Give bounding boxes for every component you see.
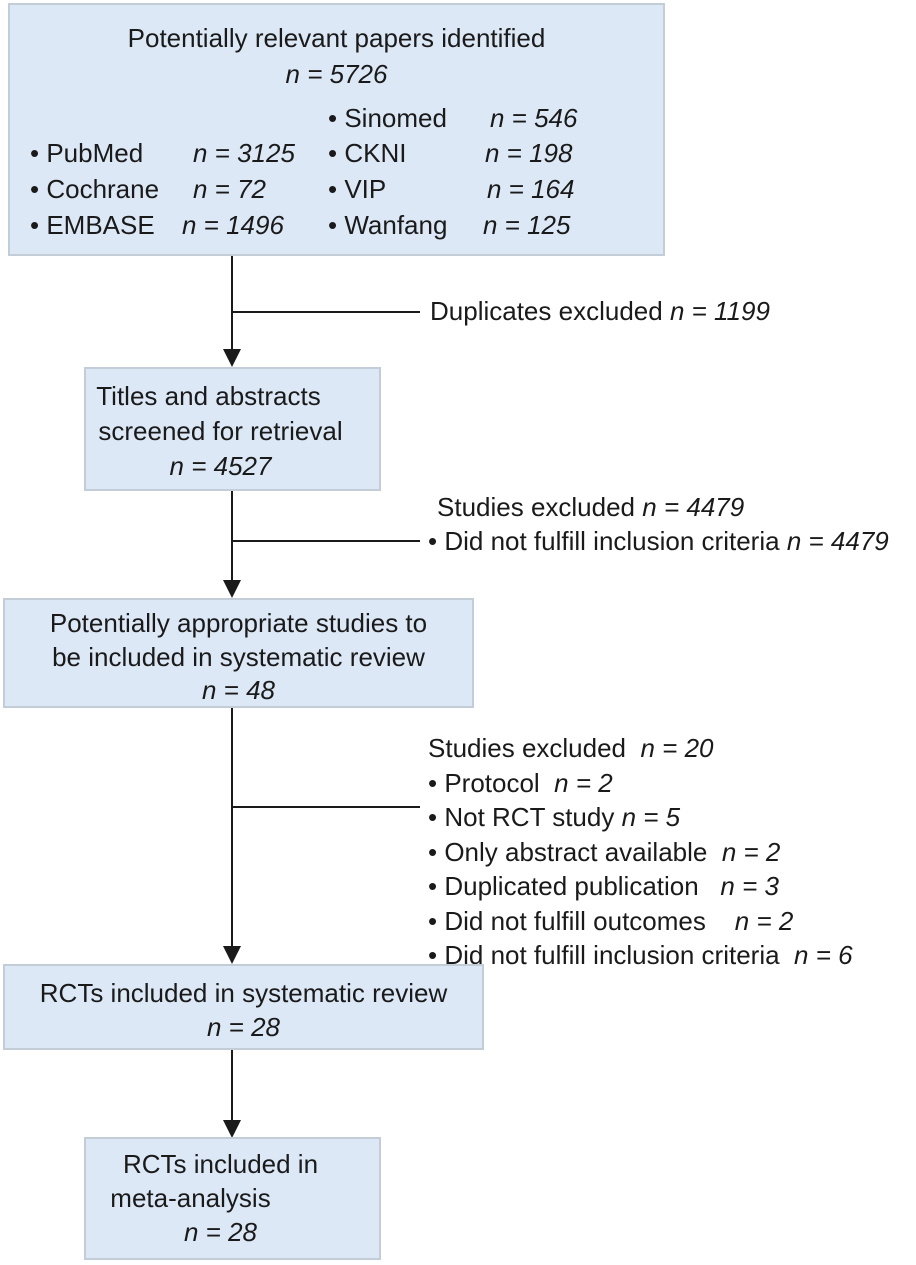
source-vip-n: n = 164 [487, 174, 575, 204]
meta-analysis-box: RCTs included in meta-analysis n = 28 [84, 1137, 381, 1260]
exclusion-reason-n: n = 5 [621, 802, 681, 832]
systematic-review-box: RCTs included in systematic review n = 2… [3, 964, 484, 1050]
exclusion-reason-n: n = 2 [554, 767, 613, 798]
meta-analysis-n: n = 28 [183, 1217, 257, 1247]
screening-line1: Titles and abstracts [96, 381, 321, 411]
connector-1-branch [232, 311, 420, 313]
source-sinomed-n: n = 546 [490, 103, 578, 133]
identification-box: Potentially relevant papers identified n… [8, 3, 665, 256]
connector-4-vertical [231, 1050, 233, 1121]
exclusion-reason-label: • Did not fulfill outcomes [428, 905, 706, 936]
exclusion-reason-not-rct: • Not RCT study n = 5 [428, 800, 853, 835]
connector-2-vertical [231, 491, 233, 581]
source-cochrane-label: • Cochrane [30, 174, 160, 204]
screening-line2: screened for retrieval [98, 416, 343, 446]
studies-excluded-2-title: Studies excluded n = 20 [428, 731, 853, 766]
source-ckni-n: n = 198 [485, 138, 573, 168]
studies-excluded-2-n: n = 20 [640, 733, 714, 763]
exclusion-reason-label: • Not RCT study [428, 802, 615, 832]
connector-2-branch [232, 540, 420, 542]
source-cochrane-n: n = 72 [193, 174, 267, 204]
exclusion-reason-n: n = 3 [720, 871, 779, 901]
systematic-review-n: n = 28 [206, 1012, 280, 1042]
studies-excluded-1-label: Studies excluded [437, 492, 636, 522]
source-embase-label: • EMBASE [30, 210, 155, 240]
studies-excluded-1-title: Studies excluded n = 4479 [437, 490, 744, 524]
duplicates-excluded: Duplicates excluded n = 1199 [430, 294, 770, 328]
eligibility-line1: Potentially appropriate studies to [49, 608, 428, 638]
source-wanfang-n: n = 125 [483, 210, 571, 240]
connector-1-vertical [231, 256, 233, 350]
studies-excluded-1-item: • Did not fulfill inclusion criteria n =… [428, 524, 889, 558]
identification-total: n = 5726 [285, 59, 388, 89]
exclusion-reason-label: • Protocol [428, 767, 540, 798]
source-pubmed-label: • PubMed [30, 138, 144, 168]
exclusion-reason-label: • Did not fulfill inclusion criteria [428, 940, 780, 970]
duplicates-excluded-n: n = 1199 [669, 296, 770, 326]
identification-title: Potentially relevant papers identified [127, 23, 546, 53]
studies-excluded-1-n: n = 4479 [642, 492, 745, 522]
source-ckni-label: • CKNI [328, 138, 407, 168]
meta-analysis-line2: meta-analysis [110, 1183, 271, 1213]
connector-3-branch [232, 806, 420, 808]
exclusion-reason-abstract-only: • Only abstract available n = 2 [428, 835, 853, 870]
studies-excluded-1-item-n: n = 4479 [786, 526, 889, 556]
screening-box: Titles and abstracts screened for retrie… [84, 367, 381, 491]
exclusion-reason-n: n = 2 [721, 836, 781, 867]
exclusion-reason-n: n = 2 [734, 905, 794, 936]
exclusion-reason-label: • Only abstract available [428, 836, 708, 867]
meta-analysis-line1: RCTs included in [122, 1149, 319, 1179]
eligibility-n: n = 48 [201, 675, 275, 705]
source-embase-n: n = 1496 [182, 210, 284, 240]
eligibility-box: Potentially appropriate studies to be in… [3, 598, 474, 708]
connector-3-vertical [231, 708, 233, 947]
exclusion-reason-protocol: • Protocol n = 2 [428, 766, 853, 801]
source-pubmed-n: n = 3125 [193, 138, 295, 168]
source-vip-label: • VIP [328, 174, 387, 204]
eligibility-line2: be included in systematic review [52, 642, 425, 672]
arrow-3-head [223, 946, 241, 964]
source-wanfang-label: • Wanfang [328, 210, 448, 240]
exclusion-reason-duplicated: • Duplicated publication n = 3 [428, 869, 853, 904]
exclusion-reason-inclusion: • Did not fulfill inclusion criteria n =… [428, 938, 853, 973]
studies-excluded-2-list: Studies excluded n = 20 • Protocol n = 2… [428, 731, 853, 973]
exclusion-reason-label: • Duplicated publication [428, 871, 699, 901]
screening-n: n = 4527 [169, 451, 272, 481]
studies-excluded-1-item-label: • Did not fulfill inclusion criteria [428, 526, 780, 556]
exclusion-reason-n: n = 6 [794, 940, 853, 970]
systematic-review-label: RCTs included in systematic review [39, 978, 448, 1008]
exclusion-reason-outcomes: • Did not fulfill outcomes n = 2 [428, 904, 853, 939]
studies-excluded-2-label: Studies excluded [428, 733, 627, 763]
arrow-2-head [223, 580, 241, 598]
duplicates-excluded-label: Duplicates excluded [430, 296, 663, 326]
arrow-4-head [223, 1120, 241, 1138]
source-sinomed-label: • Sinomed [328, 103, 447, 133]
arrow-1-head [223, 349, 241, 367]
